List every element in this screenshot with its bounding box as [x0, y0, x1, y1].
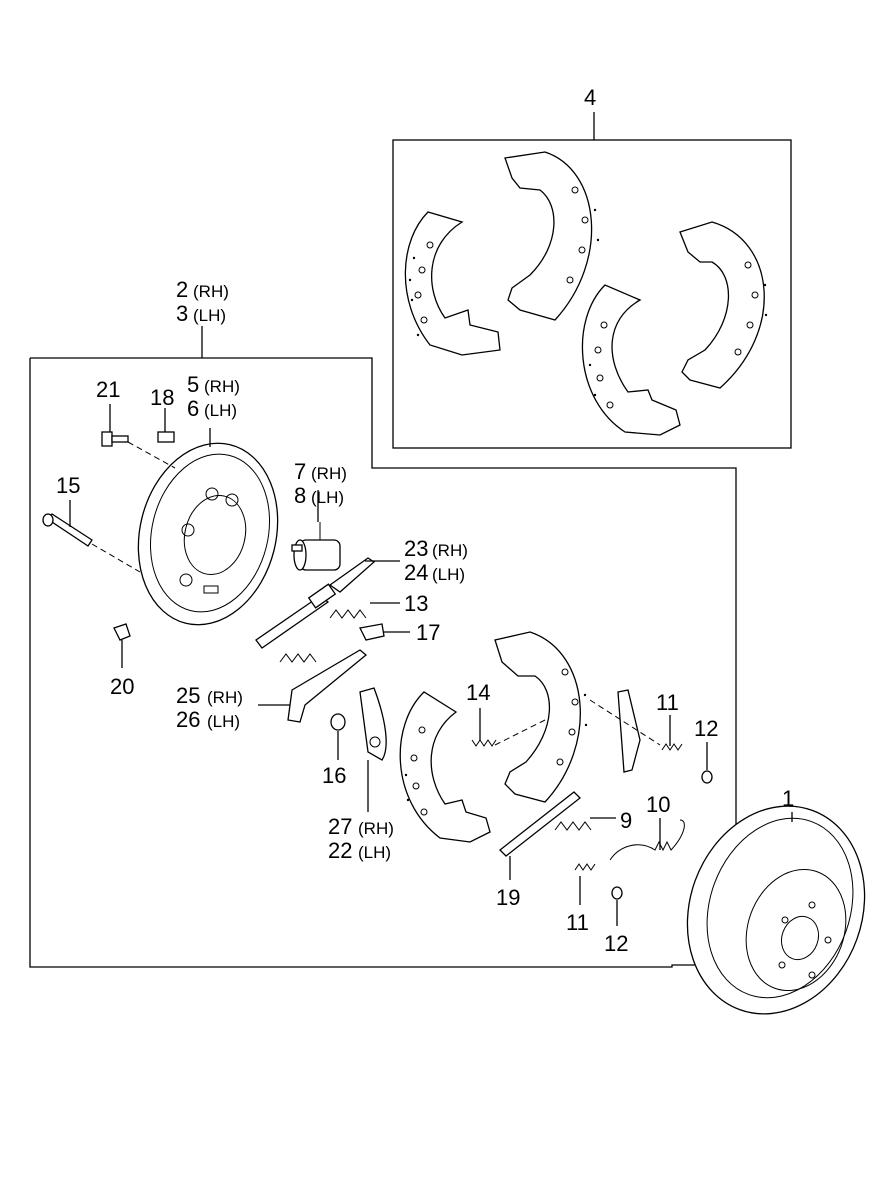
callout-8-side: (LH) — [311, 488, 344, 507]
callout-27: 27 — [328, 814, 352, 839]
nut-16 — [330, 713, 346, 731]
spring-14 — [471, 739, 497, 747]
callout-23: 23 — [404, 536, 428, 561]
guide-21 — [127, 441, 176, 469]
callout-22: 22 — [328, 838, 352, 863]
clip-17 — [359, 623, 385, 641]
callout-24: 24 — [404, 560, 428, 585]
callout-11-lower: 11 — [566, 910, 589, 935]
guide-14 — [494, 719, 546, 746]
callout-25-side: (RH) — [207, 688, 243, 707]
brake-shoe-left-rear — [504, 151, 600, 321]
spring-13 — [279, 609, 367, 663]
callout-25: 25 — [176, 683, 200, 708]
callout-12-upper: 12 — [694, 716, 718, 741]
guide-clip — [617, 689, 641, 773]
wheel-cylinder — [291, 522, 341, 571]
callout-26-side: (LH) — [207, 712, 240, 731]
strut-19 — [499, 791, 581, 857]
callout-4: 4 — [584, 85, 596, 110]
clip-18 — [157, 431, 175, 443]
guide-15 — [91, 543, 141, 573]
callout-23-side: (RH) — [432, 541, 468, 560]
brake-shoe-kit-frame — [392, 139, 792, 449]
backing-plate — [137, 442, 279, 626]
brake-shoe-left-front — [404, 211, 501, 356]
callout-11-upper: 11 — [656, 690, 679, 715]
washer-12-lower — [611, 886, 623, 900]
bolt-21 — [101, 431, 129, 447]
parking-lever-25 — [287, 649, 368, 723]
callout-16: 16 — [322, 763, 346, 788]
callout-12-lower: 12 — [604, 931, 628, 956]
adjuster-lever-23 — [328, 557, 376, 593]
adjuster-strut — [255, 583, 337, 649]
guide-right — [589, 699, 661, 746]
callout-5: 5 — [187, 372, 199, 397]
callout-24-side: (LH) — [432, 565, 465, 584]
callout-18: 18 — [150, 385, 174, 410]
plate-27 — [359, 687, 387, 761]
callout-9: 9 — [620, 808, 632, 833]
callout-15: 15 — [56, 473, 80, 498]
callout-6: 6 — [187, 396, 199, 421]
callout-5-side: (RH) — [204, 377, 240, 396]
callout-3: 3 — [176, 301, 188, 326]
callout-20: 20 — [110, 674, 134, 699]
callout-10: 10 — [646, 792, 670, 817]
assembly-shoe-rear — [494, 631, 588, 803]
callout-13: 13 — [404, 591, 428, 616]
backing-plate-assembly-frame — [29, 357, 737, 968]
assembly-shoe-front — [399, 691, 491, 843]
spring-11-lower — [574, 863, 596, 871]
callout-6-side: (LH) — [204, 401, 237, 420]
spring-11-upper — [661, 743, 683, 751]
callout-3-side: (LH) — [193, 306, 226, 325]
callout-26: 26 — [176, 707, 200, 732]
callout-7: 7 — [294, 459, 306, 484]
callout-2-side: (RH) — [193, 282, 229, 301]
callout-22-side: (LH) — [358, 843, 391, 862]
callout-21: 21 — [96, 377, 120, 402]
brake-shoe-right-rear — [679, 221, 768, 389]
pin-15 — [42, 513, 93, 547]
callout-14: 14 — [466, 680, 490, 705]
washer-12-upper — [701, 770, 713, 784]
callout-17: 17 — [416, 620, 440, 645]
brake-drum — [686, 805, 866, 1015]
callout-7-side: (RH) — [311, 464, 347, 483]
callout-27-side: (RH) — [358, 819, 394, 838]
spring-9 — [554, 821, 592, 831]
callout-19: 19 — [496, 885, 520, 910]
callout-1: 1 — [782, 786, 794, 811]
spring-10 — [609, 819, 685, 861]
brake-shoe-right-front — [581, 284, 681, 436]
callout-2: 2 — [176, 277, 188, 302]
callout-8: 8 — [294, 483, 306, 508]
retainer-20 — [113, 623, 131, 641]
